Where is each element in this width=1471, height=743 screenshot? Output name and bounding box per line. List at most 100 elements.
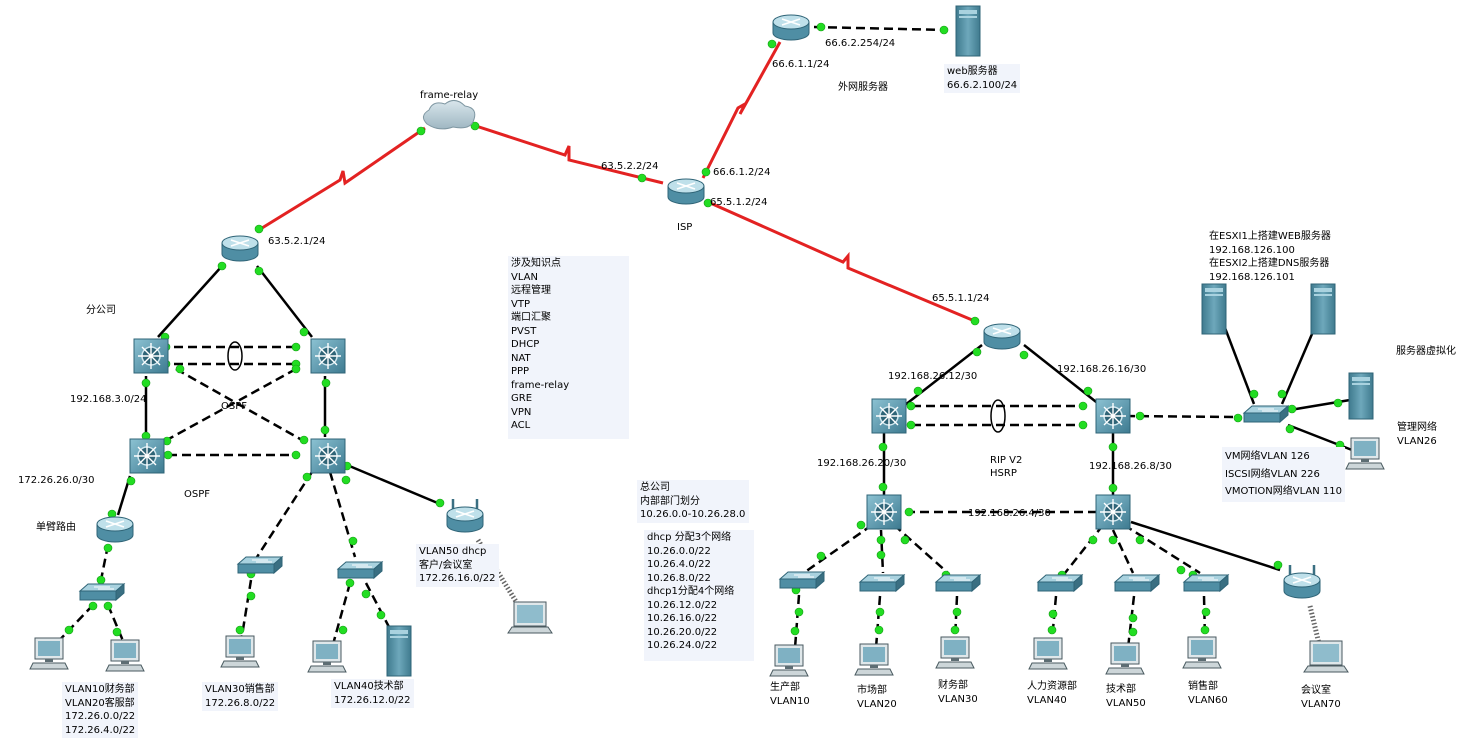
mgmt-pc[interactable] bbox=[1345, 437, 1385, 470]
web-server[interactable] bbox=[955, 5, 981, 57]
port-status-dot bbox=[103, 543, 113, 553]
port-status-dot bbox=[1108, 442, 1118, 452]
note-line: VLAN40技术部 bbox=[334, 681, 404, 692]
mgmt-server[interactable] bbox=[1348, 372, 1374, 420]
esxi-server-1[interactable] bbox=[1201, 283, 1227, 335]
port-status-dot bbox=[816, 551, 826, 561]
note-line: ISCSI网络VLAN 226 bbox=[1225, 468, 1320, 480]
hq-pc-market[interactable] bbox=[854, 643, 894, 676]
note-line: dhcp 分配3个网络 bbox=[647, 532, 732, 543]
hq-pc-sales[interactable] bbox=[1182, 636, 1222, 669]
note-line: DHCP bbox=[511, 339, 540, 350]
hq-dist-switch-1[interactable] bbox=[866, 494, 902, 530]
port-status-dot bbox=[906, 420, 916, 430]
note-line: 涉及知识点 bbox=[511, 258, 561, 269]
ethernet-link bbox=[256, 265, 313, 338]
branch-access-switch-2[interactable] bbox=[236, 555, 284, 575]
port-status-dot bbox=[1128, 613, 1138, 623]
hq-laptop-meeting-room[interactable] bbox=[1303, 640, 1349, 673]
hq-access-switch-production[interactable] bbox=[778, 570, 826, 590]
port-status-dot bbox=[1019, 350, 1029, 360]
port-status-dot bbox=[470, 121, 480, 131]
port-status-dot bbox=[299, 435, 309, 445]
hq-wireless-router[interactable] bbox=[1283, 565, 1321, 599]
branch-server-vlan40[interactable] bbox=[386, 625, 412, 677]
port-status-dot bbox=[302, 472, 312, 482]
hq-access-switch-sales[interactable] bbox=[1182, 573, 1230, 593]
port-status-dot bbox=[952, 607, 962, 617]
esxi-server-2[interactable] bbox=[1310, 283, 1336, 335]
branch-pc-vlan30[interactable] bbox=[220, 635, 260, 668]
note-line: 10.26.4.0/22 bbox=[647, 559, 711, 570]
hq-access-switch-finance[interactable] bbox=[934, 573, 982, 593]
port-status-dot bbox=[1047, 625, 1057, 635]
external-router[interactable] bbox=[772, 14, 810, 41]
router-on-stick[interactable] bbox=[96, 516, 134, 543]
port-status-dot bbox=[767, 39, 777, 49]
note-line: 172.26.12.0/22 bbox=[334, 694, 411, 706]
isp-router[interactable] bbox=[667, 178, 705, 205]
department-vlan: VLAN20 bbox=[857, 698, 897, 710]
wan-link bbox=[475, 124, 664, 185]
wan-link bbox=[701, 41, 782, 179]
branch-wireless-router[interactable] bbox=[446, 499, 484, 533]
note-line: VLAN30销售部 bbox=[205, 684, 275, 695]
ethernet-link bbox=[164, 367, 297, 443]
web-server-ip: 66.6.2.100/24 bbox=[947, 79, 1018, 91]
hq-access-switch-hr[interactable] bbox=[1036, 573, 1084, 593]
etherchannel-ellipse bbox=[990, 399, 1006, 433]
branch-pc-vlan10[interactable] bbox=[29, 637, 69, 670]
hq-pc-hr[interactable] bbox=[1028, 637, 1068, 670]
branch-l3-switch-2[interactable] bbox=[310, 338, 346, 374]
branch-l3-switch-1[interactable] bbox=[133, 338, 169, 374]
branch-ospf-label: OSPF bbox=[221, 401, 248, 412]
note-line: VLAN20客服部 bbox=[65, 697, 135, 709]
ethernet-link bbox=[330, 582, 352, 649]
branch-access-switch-1[interactable] bbox=[78, 582, 126, 602]
port-status-dot bbox=[217, 261, 227, 271]
hq-pc-finance[interactable] bbox=[935, 636, 975, 669]
department-name: 生产部 bbox=[770, 682, 800, 693]
port-status-dot bbox=[950, 625, 960, 635]
branch-laptop[interactable] bbox=[507, 601, 553, 634]
hq-access-switch-market[interactable] bbox=[858, 573, 906, 593]
branch-net-3-label: 192.168.3.0/24 bbox=[70, 394, 147, 405]
hq-access-switch-tech[interactable] bbox=[1113, 573, 1161, 593]
hq-router-ip-label: 65.5.1.1/24 bbox=[932, 293, 990, 304]
wan-link bbox=[261, 126, 426, 230]
port-status-dot bbox=[972, 347, 982, 357]
port-status-dot bbox=[1285, 424, 1295, 434]
branch-router[interactable] bbox=[221, 235, 259, 262]
note-line: VTP bbox=[511, 298, 530, 310]
hq-core-switch-2[interactable] bbox=[1095, 398, 1131, 434]
hq-pc-production[interactable] bbox=[769, 644, 809, 677]
branch-l3-switch-3[interactable] bbox=[129, 438, 165, 474]
branch-l3-switch-4[interactable] bbox=[310, 438, 346, 474]
isp-link-fr-label: 63.5.2.2/24 bbox=[601, 161, 659, 172]
hq-router[interactable] bbox=[983, 323, 1021, 350]
vm-switch[interactable] bbox=[1242, 404, 1290, 424]
port-status-dot bbox=[1108, 483, 1118, 493]
hq-dist-switch-2[interactable] bbox=[1095, 494, 1131, 530]
branch-pc-vlan40[interactable] bbox=[307, 640, 347, 673]
branch-pc-vlan20[interactable] bbox=[105, 639, 145, 672]
server-virt-label: 服务器虚拟化 bbox=[1396, 346, 1456, 357]
note-line: ACL bbox=[511, 420, 531, 431]
note-line: 172.26.16.0/22 bbox=[419, 573, 496, 584]
branch-access-switch-3[interactable] bbox=[336, 560, 384, 580]
port-status-dot bbox=[790, 626, 800, 636]
port-status-dot bbox=[1078, 420, 1088, 430]
ethernet-link bbox=[813, 25, 947, 32]
hq-core-switch-1[interactable] bbox=[871, 398, 907, 434]
frame-relay-cloud[interactable] bbox=[423, 100, 476, 130]
external-servers-label: 外网服务器 bbox=[838, 82, 888, 93]
ethernet-link bbox=[1125, 414, 1238, 419]
ethernet-link bbox=[1126, 595, 1136, 649]
hq-pc-tech[interactable] bbox=[1105, 642, 1145, 675]
port-status-dot bbox=[163, 450, 173, 460]
port-status-dot bbox=[1273, 560, 1283, 570]
